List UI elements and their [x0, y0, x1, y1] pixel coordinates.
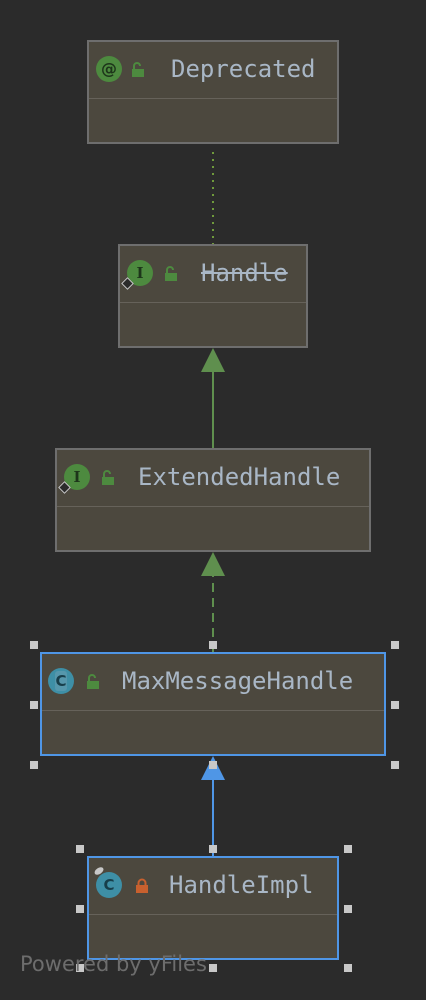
node-deprecated[interactable]: @ Deprecated — [87, 40, 339, 144]
implementation-marker-icon — [121, 277, 134, 290]
node-header: C HandleImpl — [89, 858, 337, 915]
public-lock-icon — [132, 62, 144, 77]
node-title: MaxMessageHandle — [122, 667, 354, 695]
node-header: I ExtendedHandle — [57, 450, 369, 507]
public-lock-icon — [102, 470, 114, 485]
node-title: Deprecated — [171, 55, 316, 83]
resize-handle-left[interactable] — [76, 905, 84, 913]
abstract-class-icon: C — [48, 668, 74, 694]
resize-handle-top-left[interactable] — [30, 641, 38, 649]
resize-handle-left[interactable] — [30, 701, 38, 709]
node-handle[interactable]: I Handle — [118, 244, 308, 348]
node-header: @ Deprecated — [89, 42, 337, 99]
resize-handle-bottom-right[interactable] — [344, 964, 352, 972]
node-title: ExtendedHandle — [138, 463, 341, 491]
node-max-message-handle[interactable]: C MaxMessageHandle — [40, 652, 386, 756]
node-title: HandleImpl — [169, 871, 314, 899]
node-title-deprecated: Handle — [201, 259, 288, 287]
runnable-marker-icon — [93, 865, 105, 877]
resize-handle-top[interactable] — [209, 641, 217, 649]
node-extended-handle[interactable]: I ExtendedHandle — [55, 448, 371, 552]
resize-handle-top-right[interactable] — [344, 845, 352, 853]
public-lock-icon — [165, 266, 177, 281]
resize-handle-bottom-left[interactable] — [30, 761, 38, 769]
resize-handle-bottom-right[interactable] — [391, 761, 399, 769]
resize-handle-top-left[interactable] — [76, 845, 84, 853]
node-header: C MaxMessageHandle — [42, 654, 384, 711]
resize-handle-bottom-left[interactable] — [76, 964, 84, 972]
resize-handle-top[interactable] — [209, 845, 217, 853]
interface-icon: I — [58, 464, 90, 494]
private-lock-icon — [136, 878, 148, 893]
resize-handle-bottom[interactable] — [209, 964, 217, 972]
edge-arrowhead — [201, 552, 225, 576]
interface-icon: I — [121, 260, 153, 290]
resize-handle-top-right[interactable] — [391, 641, 399, 649]
resize-handle-bottom[interactable] — [209, 761, 217, 769]
annotation-icon: @ — [96, 56, 122, 82]
yfiles-watermark: Powered by yFiles — [20, 952, 207, 976]
class-icon: C — [93, 865, 122, 898]
edge-arrowhead — [201, 348, 225, 372]
implementation-marker-icon — [58, 481, 71, 494]
public-lock-icon — [87, 674, 99, 689]
node-handle-impl[interactable]: C HandleImpl — [87, 856, 339, 960]
node-header: I Handle — [120, 246, 306, 303]
resize-handle-right[interactable] — [391, 701, 399, 709]
resize-handle-right[interactable] — [344, 905, 352, 913]
